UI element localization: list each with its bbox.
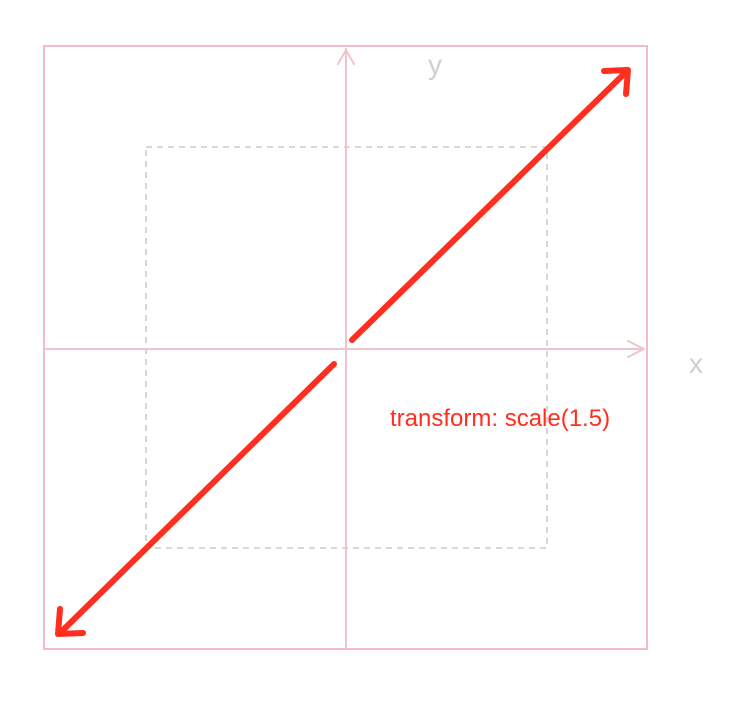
y-axis-arrowhead-icon bbox=[337, 49, 355, 65]
scale-arrow-down-left-icon bbox=[55, 361, 337, 637]
transform-caption: transform: scale(1.5) bbox=[390, 405, 610, 432]
y-axis-label: y bbox=[428, 49, 442, 80]
x-axis bbox=[44, 340, 645, 358]
scale-arrow-up-right-icon bbox=[349, 67, 631, 343]
x-axis-arrowhead-icon bbox=[627, 340, 645, 358]
scaled-frame bbox=[43, 45, 648, 650]
x-axis-label: x bbox=[689, 348, 703, 379]
